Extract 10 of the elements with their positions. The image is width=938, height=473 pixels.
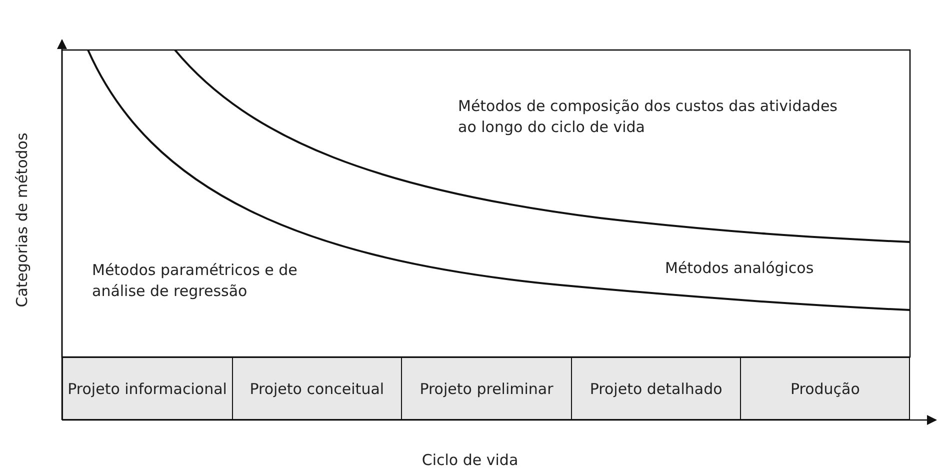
axis-title: Categorias de métodos [12, 132, 32, 308]
phase-cell: Projeto preliminar [401, 357, 572, 420]
region-label: Métodos paramétricos e de análise de regressão [92, 260, 298, 302]
phase-cell: Projeto detalhado [570, 357, 742, 420]
phase-cell: Produção [740, 357, 910, 420]
phase-cell: Projeto conceitual [232, 357, 402, 420]
phase-cell: Projeto informacional [62, 357, 233, 420]
region-label: Métodos de composição dos custos das atividades ao longo do ciclo de vida [458, 96, 838, 138]
region-label: Métodos analógicos [665, 258, 815, 279]
axis-title: Ciclo de vida [420, 450, 520, 471]
